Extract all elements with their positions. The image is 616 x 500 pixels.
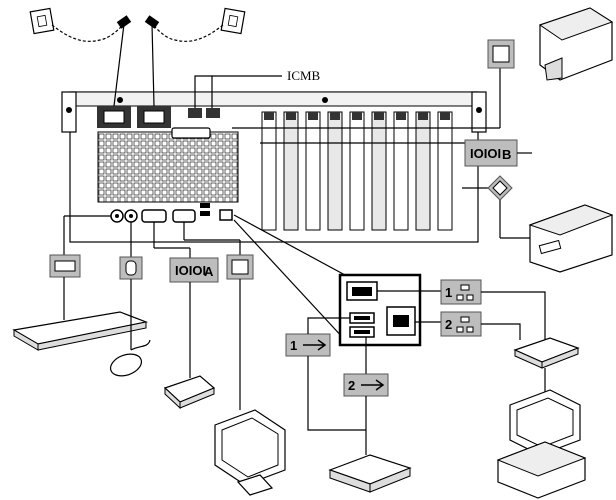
icmb-label: ICMB <box>287 68 321 83</box>
slot-bracket-7 <box>396 112 406 120</box>
monitor-callout <box>226 254 254 280</box>
nic2-label: 2 <box>445 317 452 332</box>
vent-grid <box>97 131 239 203</box>
slot-bracket-9 <box>440 112 450 120</box>
power-supply-2 <box>137 106 171 128</box>
slot-bracket-5 <box>352 112 362 120</box>
serial-b-callout: IOIOI B <box>464 139 518 167</box>
nic1-port[interactable] <box>346 281 378 301</box>
usb-port-1[interactable] <box>349 312 375 324</box>
usb1-callout: 1 <box>285 333 331 357</box>
keyboard <box>12 311 149 351</box>
monitor <box>214 409 286 496</box>
expansion-slot-9 <box>437 111 453 231</box>
keyboard-callout <box>49 254 81 278</box>
usb-ports[interactable] <box>200 203 210 216</box>
ps2-mouse-port[interactable] <box>124 209 138 223</box>
serial-a-label: A <box>204 264 214 279</box>
slot-bracket-1 <box>264 112 274 120</box>
power-cord-left <box>51 15 132 42</box>
nic2-port[interactable] <box>386 306 416 336</box>
usb-device <box>328 454 412 493</box>
icmb-connector[interactable] <box>188 108 220 118</box>
serial-b-label: B <box>502 147 511 162</box>
nic1-callout: 1 <box>440 279 482 305</box>
expansion-slots <box>261 111 453 231</box>
scsi-callout <box>487 175 513 201</box>
power-outlet-left <box>29 7 55 35</box>
serial-a-callout: IOIOI A <box>169 257 219 283</box>
expansion-slot-7 <box>393 111 409 231</box>
slot-bracket-2 <box>286 112 296 120</box>
expansion-slot-3 <box>305 111 321 231</box>
nic2-callout: 2 <box>440 311 482 337</box>
usb2-callout: 2 <box>343 373 389 397</box>
workstation <box>496 389 587 499</box>
tape-drive <box>528 204 614 273</box>
parallel-port[interactable] <box>171 127 211 139</box>
expansion-slot-6 <box>371 111 387 231</box>
ps2-keyboard-port[interactable] <box>110 209 124 223</box>
usb2-label: 2 <box>348 378 355 393</box>
power-cord-right <box>144 15 224 42</box>
svg-text:IOIOI: IOIOI <box>175 263 206 278</box>
power-supply-1 <box>97 106 131 128</box>
expansion-slot-8 <box>415 111 431 231</box>
external-drive-a <box>163 375 216 410</box>
usb-port-2[interactable] <box>349 326 375 338</box>
video-port[interactable] <box>172 209 196 223</box>
slot-bracket-3 <box>308 112 318 120</box>
printer <box>538 7 614 81</box>
io-detail-box <box>338 273 422 347</box>
slot-bracket-4 <box>330 112 340 120</box>
power-outlet-right <box>220 7 246 35</box>
expansion-slot-1 <box>261 111 277 231</box>
svg-text:IOIOI: IOIOI <box>470 146 501 161</box>
network-hub <box>513 337 580 369</box>
printer-callout <box>487 39 515 69</box>
usb1-label: 1 <box>290 338 297 353</box>
slot-bracket-8 <box>418 112 428 120</box>
slot-bracket-6 <box>374 112 384 120</box>
serial-port-a[interactable] <box>141 209 167 223</box>
nic1-label: 1 <box>445 285 452 300</box>
mouse-callout <box>119 256 143 280</box>
rj45-port[interactable] <box>219 209 233 221</box>
mouse <box>109 339 151 377</box>
expansion-slot-5 <box>349 111 365 231</box>
expansion-slot-2 <box>283 111 299 231</box>
expansion-slot-4 <box>327 111 343 231</box>
